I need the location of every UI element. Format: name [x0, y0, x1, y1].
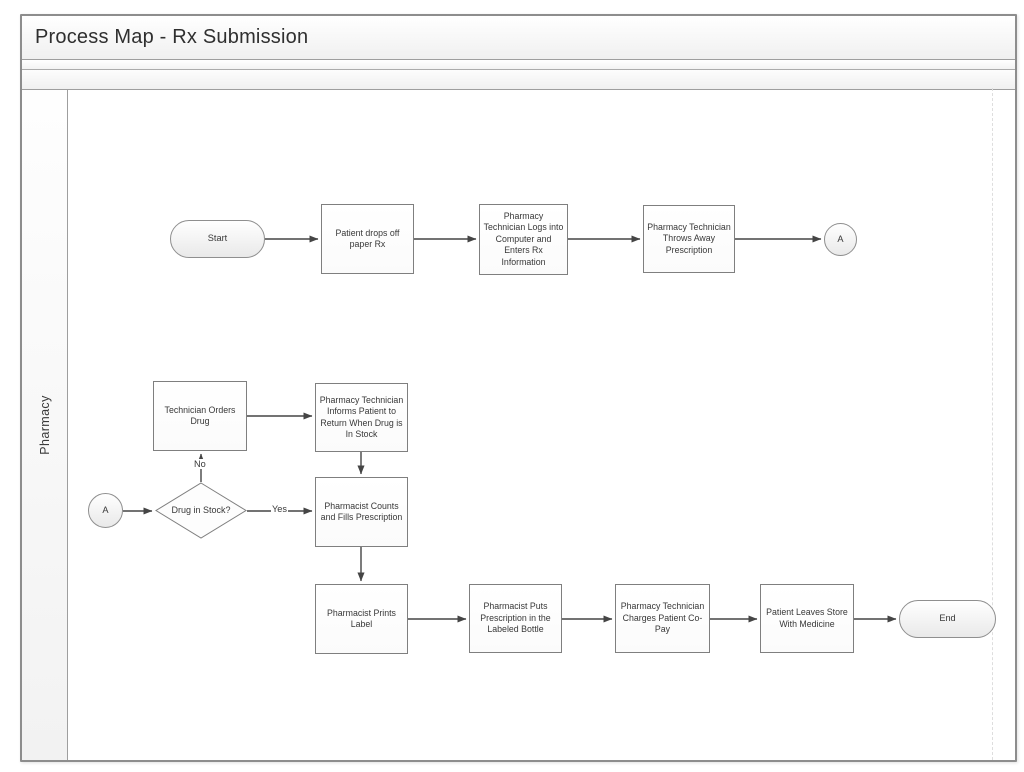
node-end[interactable]: End: [899, 600, 996, 638]
node-label: Pharmacy Technician Throws Away Prescrip…: [647, 221, 731, 255]
node-label: Pharmacist Puts Prescription in the Labe…: [480, 601, 551, 635]
node-technician-logs-into-computer[interactable]: Pharmacy Technician Logs into Computer a…: [479, 204, 568, 275]
node-patient-drops-off-rx[interactable]: Patient drops off paper Rx: [321, 204, 414, 274]
separator-strip-bottom: [22, 70, 1015, 90]
node-technician-orders-drug[interactable]: Technician Orders Drug: [153, 381, 247, 451]
connector-a-in[interactable]: A: [88, 493, 123, 528]
title-bar: Process Map - Rx Submission: [22, 16, 1015, 60]
node-label: Pharmacy Technician Charges Patient Co-P…: [620, 601, 705, 635]
page-title: Process Map - Rx Submission: [35, 26, 309, 48]
edge-label-yes: Yes: [271, 504, 288, 515]
node-technician-charges-copay[interactable]: Pharmacy Technician Charges Patient Co-P…: [615, 584, 710, 653]
node-label: Pharmacy Technician Logs into Computer a…: [483, 210, 564, 267]
edge-label-no: No: [193, 459, 207, 470]
separator-strip-top: [22, 60, 1015, 70]
connector-label: A: [837, 233, 844, 244]
connector-a-out[interactable]: A: [824, 223, 857, 256]
node-decision-drug-in-stock[interactable]: Drug in Stock?: [155, 482, 247, 539]
node-label: Patient drops off paper Rx: [335, 227, 400, 249]
node-patient-leaves-store[interactable]: Patient Leaves Store With Medicine: [760, 584, 854, 653]
node-label: Patient Leaves Store With Medicine: [766, 607, 848, 629]
node-label: Technician Orders Drug: [164, 404, 236, 426]
node-pharmacist-prints-label[interactable]: Pharmacist Prints Label: [315, 584, 408, 654]
diamond-shape: [155, 482, 247, 539]
node-start-label: Start: [207, 233, 228, 244]
diagram-frame: Process Map - Rx Submission Pharmacy: [20, 14, 1017, 762]
node-label: Pharmacist Prints Label: [327, 607, 396, 629]
connector-label: A: [102, 504, 109, 515]
swimlane-header-pharmacy: Pharmacy: [22, 90, 68, 760]
node-label: Drug in Stock?: [171, 504, 231, 515]
node-technician-informs-patient[interactable]: Pharmacy Technician Informs Patient to R…: [315, 383, 408, 452]
node-label: Pharmacist Counts and Fills Prescription: [320, 500, 403, 522]
node-technician-throws-away-prescription[interactable]: Pharmacy Technician Throws Away Prescrip…: [643, 205, 735, 273]
swimlane-row: Pharmacy: [22, 90, 1015, 760]
node-start[interactable]: Start: [170, 220, 265, 258]
page-break-line: [992, 88, 993, 760]
node-pharmacist-puts-prescription-bottle[interactable]: Pharmacist Puts Prescription in the Labe…: [469, 584, 562, 653]
node-pharmacist-counts-fills[interactable]: Pharmacist Counts and Fills Prescription: [315, 477, 408, 547]
node-label: Pharmacy Technician Informs Patient to R…: [319, 394, 404, 439]
node-end-label: End: [939, 613, 956, 624]
